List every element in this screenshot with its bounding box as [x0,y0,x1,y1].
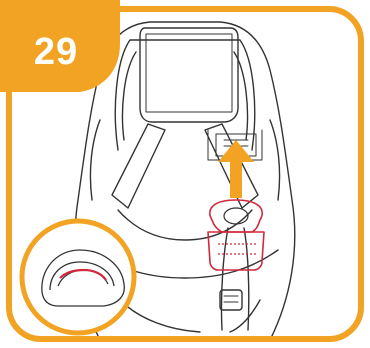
buckle [220,290,242,310]
step-number: 29 [14,24,98,80]
adjuster-tab [208,232,264,270]
headrest-cushion [140,28,238,122]
inset-detail [22,221,134,333]
crotch-strap [221,228,228,330]
harness-strap-left [112,124,165,208]
